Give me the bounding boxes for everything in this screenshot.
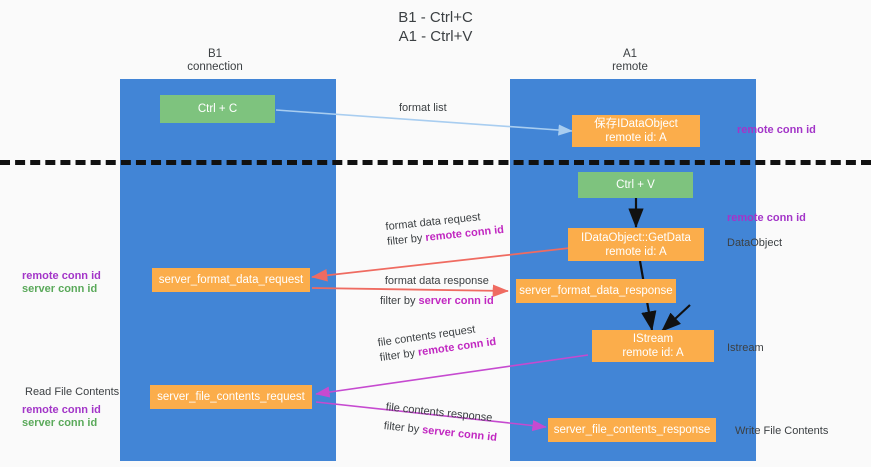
annot-fcreq-prefix: filter by [379, 346, 419, 365]
annot-fdreq-prefix: filter by [386, 232, 427, 249]
box-ctrl-c-label: Ctrl + C [197, 103, 238, 115]
box-ctrl-c[interactable]: Ctrl + C [160, 95, 275, 123]
label-left-read-file-contents: Read File Contents [25, 386, 120, 398]
annot-fcresp-key: server conn id [421, 424, 498, 444]
diagram-title: B1 - Ctrl+C A1 - Ctrl+V [0, 8, 871, 46]
phase-divider [0, 160, 871, 165]
box-server-file-contents-response-label: server_file_contents_response [553, 424, 711, 436]
box-server-format-data-request[interactable]: server_format_data_request [152, 268, 310, 292]
column-header-a1: A1 remote [565, 48, 695, 74]
label-right-remote-conn-id-mid: remote conn id [727, 212, 806, 224]
annot-fdresp-prefix: filter by [380, 295, 419, 307]
annot-file-contents-response: file contents response filter by server … [383, 400, 500, 446]
title-line-1: B1 - Ctrl+C [398, 9, 473, 26]
label-right-istream: Istream [727, 342, 764, 354]
box-server-file-contents-response[interactable]: server_file_contents_response [548, 418, 716, 442]
label-right-dataobject: DataObject [727, 237, 783, 249]
box-server-format-data-response[interactable]: server_format_data_response [516, 279, 676, 303]
box-saved-idataobject-title: 保存IDataObject [594, 118, 678, 130]
annot-format-list-text: format list [399, 102, 447, 114]
box-ctrl-v-label: Ctrl + V [616, 179, 655, 191]
annot-fdresp-key: server conn id [418, 295, 494, 307]
column-header-a1-role: remote [612, 61, 648, 73]
column-header-a1-name: A1 [622, 48, 638, 60]
box-saved-idataobject-subtitle: remote id: A [605, 132, 667, 144]
label-right-write-file-contents: Write File Contents [735, 425, 829, 437]
box-getdata-subtitle: remote id: A [605, 245, 667, 258]
box-ctrl-v[interactable]: Ctrl + V [578, 172, 693, 198]
title-line-2: A1 - Ctrl+V [398, 28, 473, 45]
column-header-b1: B1 connection [150, 48, 280, 74]
box-server-file-contents-request[interactable]: server_file_contents_request [150, 385, 312, 409]
box-saved-idataobject[interactable]: 保存IDataObject remote id: A [572, 115, 700, 147]
annot-format-data-response: format data response filter by server co… [380, 274, 494, 309]
label-right-remote-conn-id-top: remote conn id [737, 124, 816, 136]
column-header-b1-role: connection [187, 61, 243, 73]
annot-format-data-request: format data request filter by remote con… [385, 208, 505, 250]
label-left-remote-conn-id-2: remote conn id [22, 404, 101, 416]
box-idataobject-getdata[interactable]: IDataObject::GetData remote id: A [568, 228, 704, 261]
box-getdata-title: IDataObject::GetData [581, 231, 691, 244]
annot-format-data-response-line2: filter by server conn id [380, 294, 494, 309]
column-header-b1-name: B1 [207, 48, 223, 60]
annot-format-list: format list [399, 101, 447, 116]
label-left-server-conn-id-2: server conn id [22, 417, 98, 429]
annot-file-contents-request: file contents request filter by remote c… [377, 320, 497, 366]
box-server-file-contents-request-label: server_file_contents_request [157, 391, 305, 403]
label-left-server-conn-id: server conn id [22, 283, 98, 295]
box-server-format-data-request-label: server_format_data_request [158, 274, 304, 286]
box-istream[interactable]: IStream remote id: A [592, 330, 714, 362]
label-left-remote-conn-id: remote conn id [22, 270, 101, 282]
annot-fcresp-prefix: filter by [383, 420, 423, 437]
annot-format-data-response-line1: format data response [384, 275, 489, 287]
box-istream-subtitle: remote id: A [622, 347, 684, 359]
box-istream-title: IStream [632, 333, 674, 345]
box-server-format-data-response-label: server_format_data_response [519, 285, 673, 297]
